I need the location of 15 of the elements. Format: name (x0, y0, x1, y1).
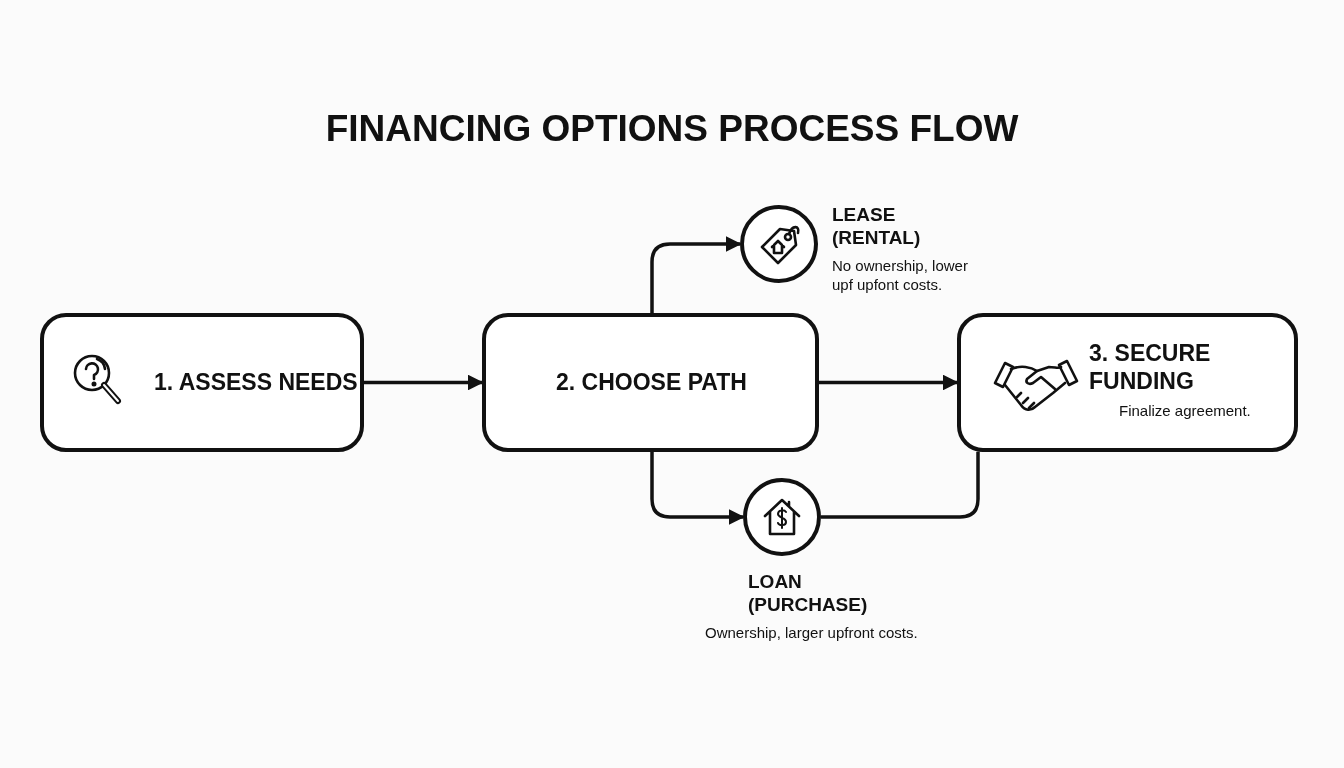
option-heading: LEASE (RENTAL) (832, 203, 922, 249)
process-box (957, 313, 1298, 452)
connector-arrow (819, 374, 959, 391)
option-heading: LOAN (PURCHASE) (748, 570, 869, 616)
diagram-title: FINANCING OPTIONS PROCESS FLOW (324, 108, 1020, 150)
connector-arrow (650, 236, 742, 313)
option-description: Ownership, larger upfront costs. (705, 623, 919, 642)
option-description: No ownership, lower upf upfont costs. (832, 256, 969, 294)
step-label: 3. SECURE FUNDING (1089, 339, 1212, 395)
process-box (40, 313, 364, 452)
process-box (482, 313, 819, 452)
connector-arrow (364, 374, 484, 391)
step-description: Finalize agreement. (1119, 402, 1252, 419)
connector-arrow (650, 452, 745, 525)
step-label: 2. CHOOSE PATH (556, 369, 748, 396)
